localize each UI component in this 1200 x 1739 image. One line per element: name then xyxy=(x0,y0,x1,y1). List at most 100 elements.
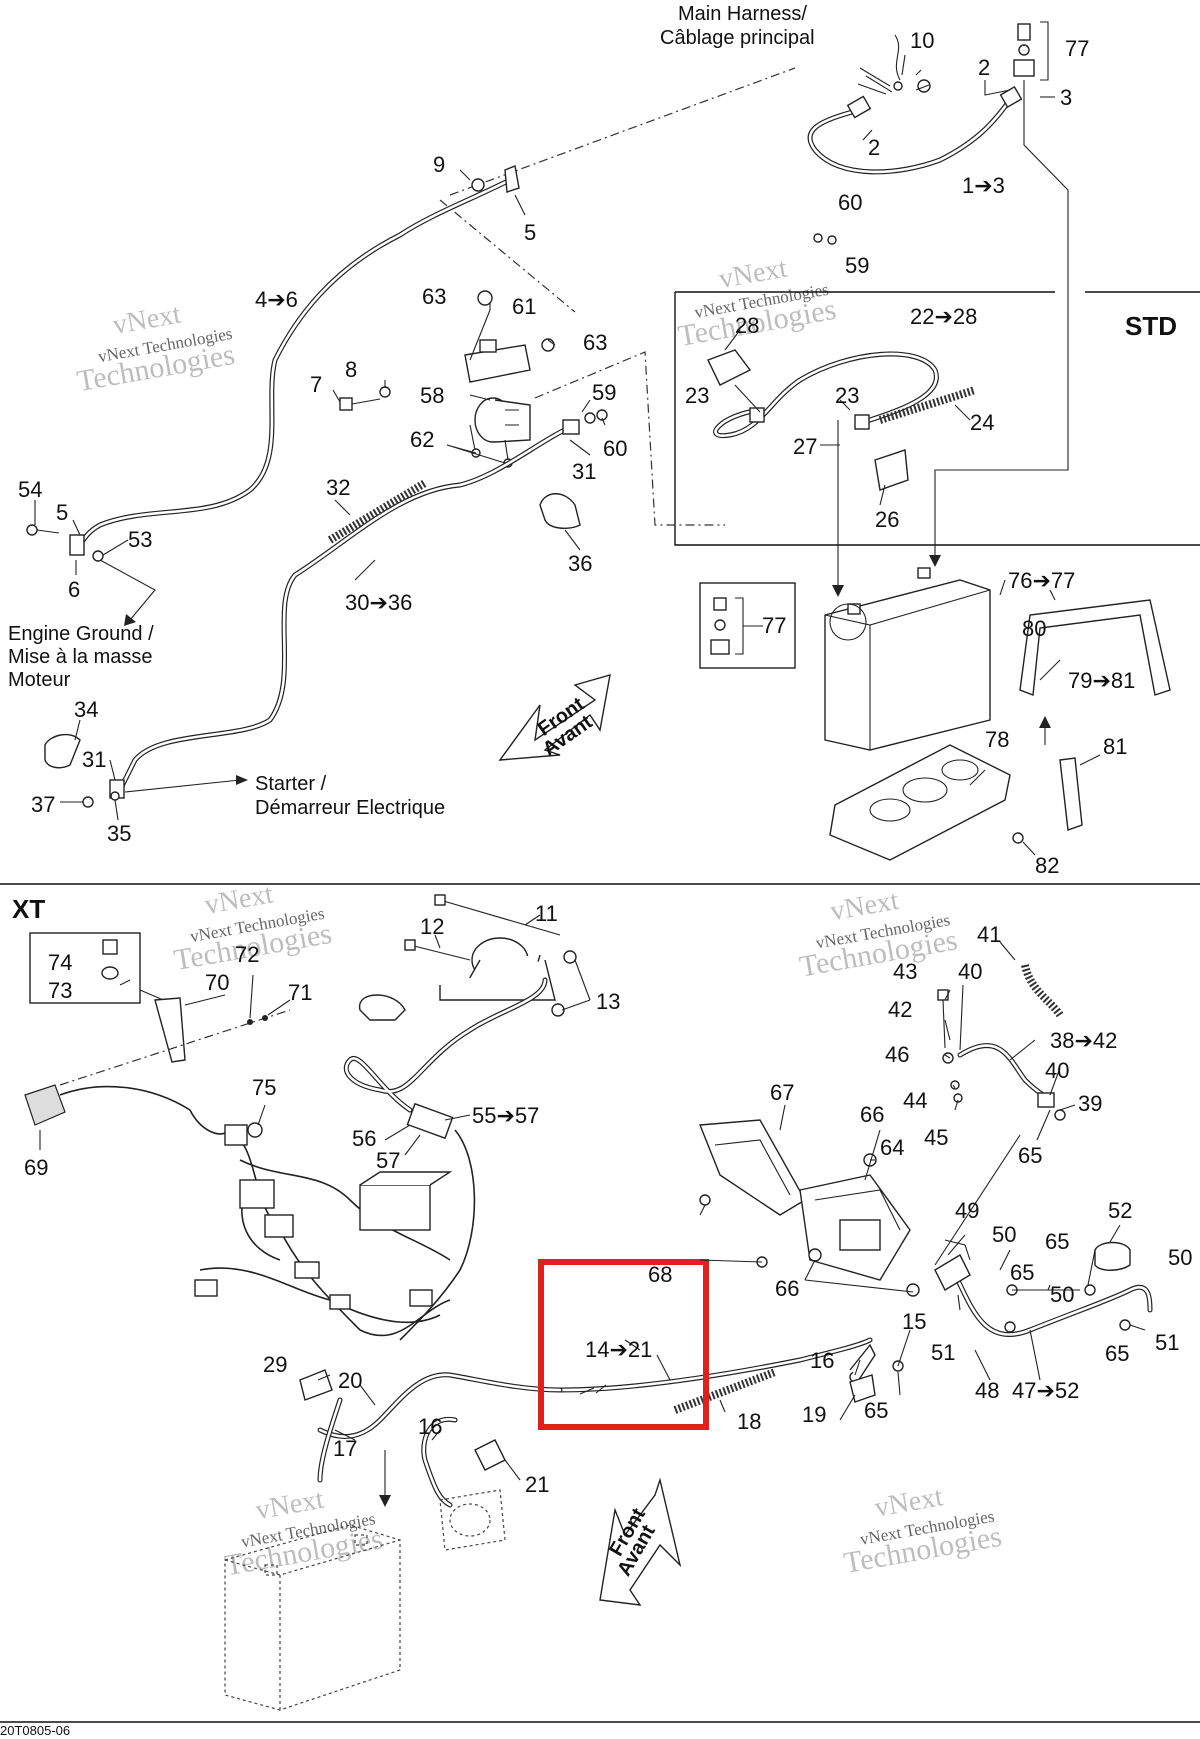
callout: 80 xyxy=(1022,616,1046,641)
callout: 51 xyxy=(1155,1330,1179,1355)
bolt-7 xyxy=(339,386,391,411)
callout: 34 xyxy=(74,697,98,722)
callout: 29 xyxy=(263,1352,287,1377)
callout: 46 xyxy=(885,1042,909,1067)
note-main-harness: Main Harness/ xyxy=(678,3,807,25)
callout: 65 xyxy=(1018,1143,1042,1168)
cable-14-21 xyxy=(317,1337,873,1440)
wiring-harness xyxy=(194,1122,453,1337)
callout: 63 xyxy=(583,330,607,355)
callout: 72 xyxy=(235,942,259,967)
callout: 48 xyxy=(975,1378,999,1403)
route-line xyxy=(99,559,156,621)
callout: 2 xyxy=(868,135,880,160)
callout: 76➔77 xyxy=(1008,568,1075,593)
battery-tray xyxy=(829,744,1011,861)
callouts-xt: 11 12 13 74 73 72 70 71 69 75 55➔57 56 5… xyxy=(24,901,1192,1497)
callout: 67 xyxy=(770,1080,794,1105)
callout: 22➔28 xyxy=(910,304,977,329)
callout: 16 xyxy=(418,1414,442,1439)
callout: 63 xyxy=(422,284,446,309)
callout: 9 xyxy=(433,152,445,177)
boot-34 xyxy=(44,733,81,769)
sensor-69 xyxy=(24,1084,231,1135)
callout: 20 xyxy=(338,1368,362,1393)
callout: 37 xyxy=(31,792,55,817)
callout: 35 xyxy=(107,821,131,846)
hardware-77-top xyxy=(1013,21,1049,100)
note-starter-fr: Démarreur Electrique xyxy=(255,797,445,819)
callout: 3 xyxy=(1060,85,1072,110)
starter-xt xyxy=(439,1489,506,1551)
protective-sleeve-41 xyxy=(1021,963,1064,1018)
callout: 7 xyxy=(310,372,322,397)
clamp xyxy=(359,994,406,1021)
route-line xyxy=(124,779,241,793)
callout: 12 xyxy=(420,914,444,939)
callout: 23 xyxy=(685,383,709,408)
cable-38-42 xyxy=(937,989,1066,1121)
front-arrow-xt: Front Avant xyxy=(599,1477,682,1606)
callout: 18 xyxy=(737,1409,761,1434)
callout: 11 xyxy=(535,901,558,926)
callout: 77 xyxy=(1065,36,1089,61)
callout: 26 xyxy=(875,507,899,532)
boot-21 xyxy=(474,1439,506,1471)
callout: 31 xyxy=(572,459,596,484)
protective-sleeve-32 xyxy=(327,479,428,544)
callout: 38➔42 xyxy=(1050,1028,1117,1053)
callout: 43 xyxy=(893,959,917,984)
std-section-label: STD xyxy=(1125,311,1177,341)
callout: 30➔36 xyxy=(345,590,412,615)
callout: 62 xyxy=(410,427,434,452)
callout: 6 xyxy=(68,577,80,602)
callout: 45 xyxy=(924,1125,948,1150)
hardware-74-73-box xyxy=(29,932,176,1006)
callout: 17 xyxy=(333,1436,357,1461)
xt-section-label: XT xyxy=(12,894,45,924)
callout: 28 xyxy=(735,313,759,338)
boot-29 xyxy=(299,1369,333,1401)
std-box-border xyxy=(674,292,1200,546)
callout: 40 xyxy=(1045,1058,1069,1083)
callout: 36 xyxy=(568,551,592,576)
highlight-box xyxy=(538,1259,709,1430)
callout: 77 xyxy=(762,613,786,638)
callout: 73 xyxy=(48,978,72,1003)
routing-line xyxy=(449,67,796,196)
protective-sleeve-18 xyxy=(673,1368,777,1414)
hardware-77-box xyxy=(699,582,796,669)
note-engine-ground-fr: Mise à la masse xyxy=(8,646,153,668)
note-engine-ground: Engine Ground / xyxy=(8,623,154,645)
callout: 60 xyxy=(603,436,627,461)
callout: 23 xyxy=(835,383,859,408)
wire xyxy=(399,1129,476,1341)
protective-sleeve-24 xyxy=(878,386,977,424)
battery-strap xyxy=(1019,599,1171,696)
callout: 66 xyxy=(860,1102,884,1127)
callout: 81 xyxy=(1103,734,1127,759)
callout: 15 xyxy=(902,1309,926,1334)
callout: 53 xyxy=(128,527,152,552)
callout: 19 xyxy=(802,1402,826,1427)
callout: 69 xyxy=(24,1155,48,1180)
solenoid-11 xyxy=(404,894,577,1017)
callout: 59 xyxy=(845,253,869,278)
callout: 78 xyxy=(985,727,1009,752)
callout: 24 xyxy=(970,410,994,435)
callout: 41 xyxy=(977,922,1001,947)
cable-1-3 xyxy=(807,79,1023,175)
solenoid-assembly xyxy=(464,290,555,468)
callout: 55➔57 xyxy=(472,1103,539,1128)
callout: 5 xyxy=(56,500,68,525)
front-arrow-std: Front Avant xyxy=(498,674,611,761)
callout: 40 xyxy=(958,959,982,984)
callout: 57 xyxy=(376,1148,400,1173)
battery-std xyxy=(824,567,991,751)
cable-30-36 xyxy=(82,409,608,808)
main-harness-connector xyxy=(857,34,903,95)
callout: 71 xyxy=(288,980,312,1005)
bracket-70 xyxy=(154,997,186,1063)
routing-line xyxy=(439,199,576,313)
